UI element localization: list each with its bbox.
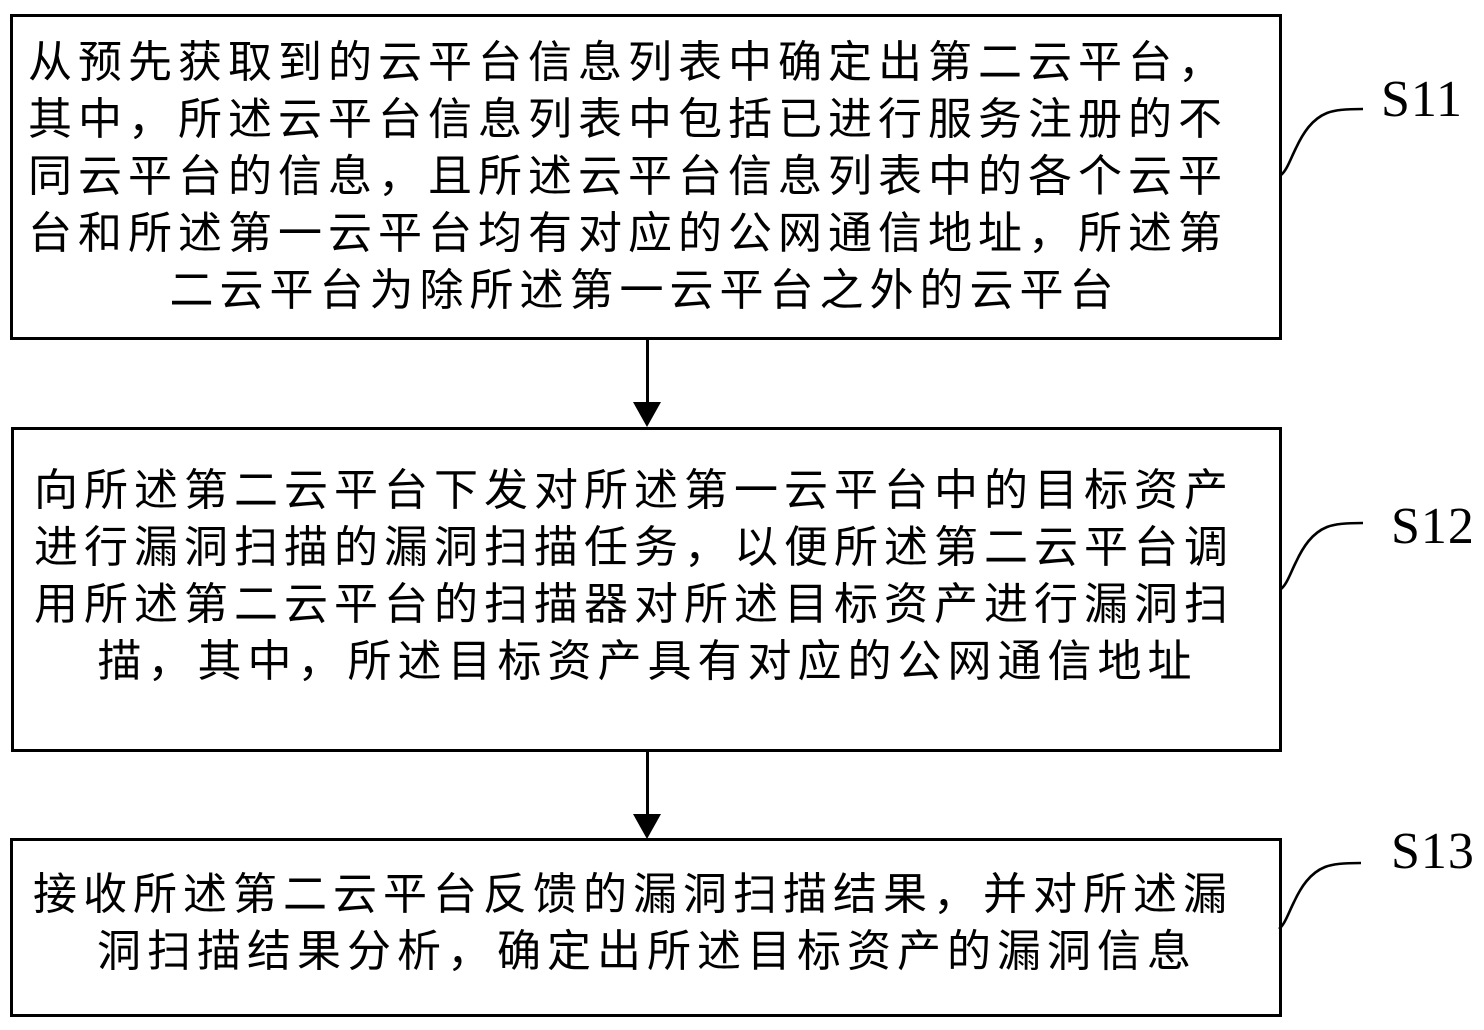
step-s11-line-3: 同云平台的信息，且所述云平台信息列表中的各个云平: [28, 152, 1228, 201]
arrow-down-icon: [633, 814, 661, 839]
step-s13-line-1: 接收所述第二云平台反馈的漏洞扫描结果，并对所述漏: [33, 870, 1233, 919]
step-s12-line-2: 进行漏洞扫描的漏洞扫描任务，以便所述第二云平台调: [34, 523, 1234, 572]
step-s12-line-3: 用所述第二云平台的扫描器对所述目标资产进行漏洞扫: [34, 580, 1234, 629]
step-s11-line-4: 台和所述第一云平台均有对应的公网通信地址，所述第: [28, 209, 1228, 258]
step-box-s11: 从预先获取到的云平台信息列表中确定出第二云平台， 其中，所述云平台信息列表中包括…: [10, 14, 1282, 340]
step-label-s13: S13: [1391, 823, 1475, 880]
step-label-s11: S11: [1381, 71, 1463, 128]
step-s11-line-2: 其中，所述云平台信息列表中包括已进行服务注册的不: [28, 95, 1228, 144]
arrow-shaft: [646, 340, 649, 404]
step-s12-line-4: 描，其中，所述目标资产具有对应的公网通信地址: [97, 637, 1198, 686]
leader-curve-icon-s12: [1280, 521, 1364, 590]
arrow-shaft: [646, 752, 649, 816]
step-box-s12: 向所述第二云平台下发对所述第一云平台中的目标资产 进行漏洞扫描的漏洞扫描任务，以…: [11, 427, 1282, 752]
arrow-down-icon: [633, 402, 661, 427]
step-s11-line-5: 二云平台为除所述第一云平台之外的云平台: [169, 266, 1120, 315]
step-box-s13: 接收所述第二云平台反馈的漏洞扫描结果，并对所述漏 洞扫描结果分析，确定出所述目标…: [10, 838, 1282, 1017]
step-s12-line-1: 向所述第二云平台下发对所述第一云平台中的目标资产: [34, 466, 1234, 515]
step-s11-line-1: 从预先获取到的云平台信息列表中确定出第二云平台，: [28, 38, 1228, 87]
step-s13-line-2: 洞扫描结果分析，确定出所述目标资产的漏洞信息: [97, 927, 1197, 976]
leader-curve-icon-s13: [1278, 861, 1362, 930]
step-label-s12: S12: [1391, 498, 1475, 555]
leader-curve-icon-s11: [1280, 107, 1364, 176]
